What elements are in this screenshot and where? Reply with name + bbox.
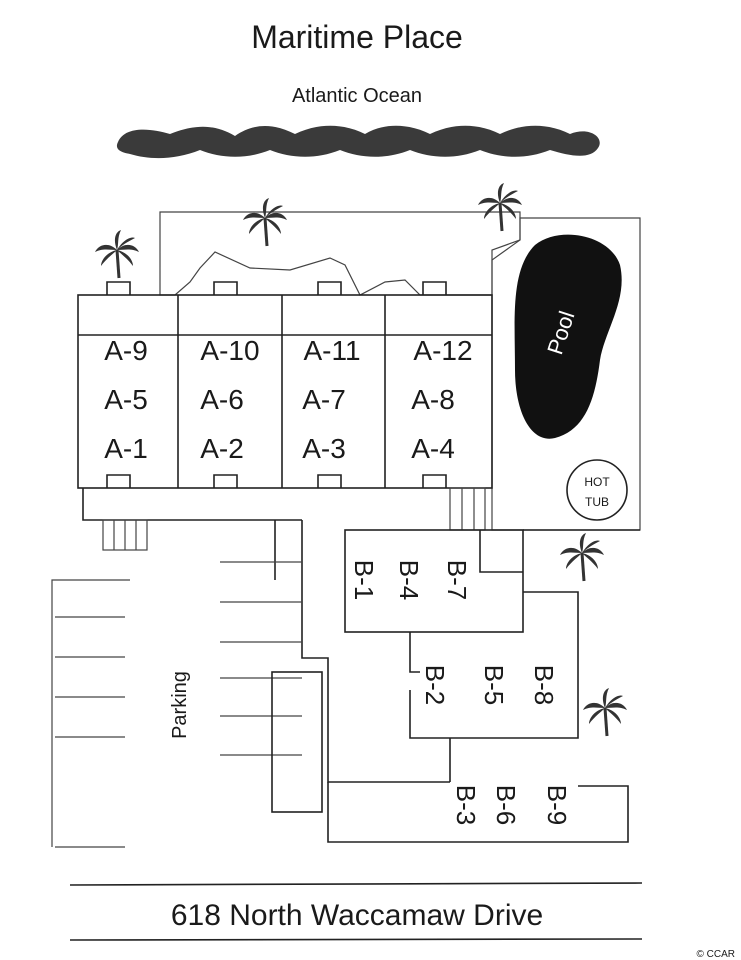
unit-label: B-7 [442, 560, 472, 600]
unit-label: A-5 [104, 384, 148, 415]
unit-label: A-6 [200, 384, 244, 415]
unit-label: B-6 [491, 785, 521, 825]
unit-label: A-4 [411, 433, 455, 464]
parking-lot [51, 561, 323, 848]
palm-tree-icon [241, 196, 289, 248]
stairs [102, 487, 486, 551]
unit-label: B-4 [394, 560, 424, 600]
address-label: 618 North Waccamaw Drive [171, 899, 543, 932]
ocean-label: Atlantic Ocean [292, 85, 422, 107]
pool [514, 234, 622, 439]
building-b [301, 520, 640, 843]
unit-label: A-3 [302, 433, 346, 464]
unit-label: A-10 [200, 335, 259, 366]
palm-tree-icon [476, 181, 524, 233]
unit-label: B-3 [451, 785, 481, 825]
palm-tree-icon [581, 686, 629, 738]
copyright-label: © CCAR [697, 949, 735, 960]
palm-tree-icon [93, 228, 141, 280]
palm-tree-icon [558, 531, 606, 583]
unit-label: A-9 [104, 335, 148, 366]
deck-area [159, 211, 521, 296]
street-line-top [69, 882, 643, 886]
unit-label: A-8 [411, 384, 455, 415]
hot-tub [566, 459, 628, 521]
map-title: Maritime Place [251, 19, 463, 55]
unit-label: A-2 [200, 433, 244, 464]
unit-label: A-7 [302, 384, 346, 415]
unit-label: B-5 [479, 665, 509, 705]
parking-label: Parking [169, 671, 191, 739]
hot-tub-label-line2: TUB [585, 495, 609, 509]
ocean-wave [116, 125, 600, 159]
unit-label: A-12 [413, 335, 472, 366]
unit-label: B-8 [529, 665, 559, 705]
street-line-bottom [69, 938, 643, 941]
unit-label: A-11 [303, 335, 360, 366]
unit-label: B-9 [542, 785, 572, 825]
building-a [77, 281, 493, 489]
hot-tub-label-line1: HOT [584, 475, 610, 489]
unit-label: B-1 [349, 560, 379, 600]
unit-label: B-2 [420, 665, 450, 705]
unit-label: A-1 [104, 433, 148, 464]
